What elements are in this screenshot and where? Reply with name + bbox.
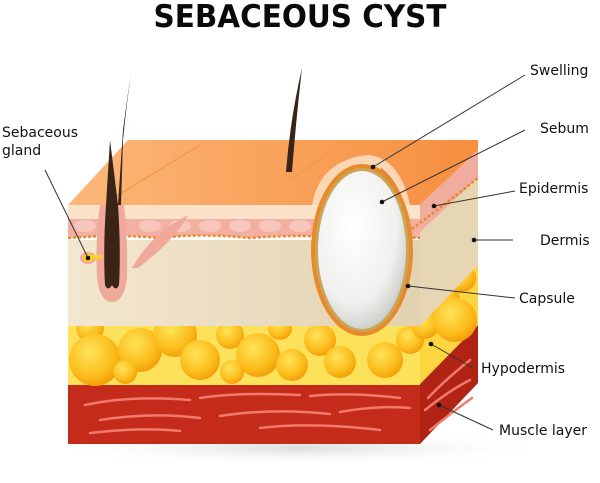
label-hypodermis: Hypodermis bbox=[481, 361, 566, 377]
hair-shaft bbox=[286, 68, 302, 172]
epidermis-side bbox=[420, 150, 478, 232]
diagram-title: SEBACEOUS CYST bbox=[153, 0, 447, 35]
leader-lines bbox=[44, 74, 526, 431]
label-sebum: Sebum bbox=[540, 121, 589, 137]
label-muscle-layer: Muscle layer bbox=[499, 423, 588, 439]
label-sebaceous-gland: Sebaceous gland bbox=[2, 125, 79, 159]
label-swelling: Swelling bbox=[530, 63, 589, 79]
label-dermis: Dermis bbox=[540, 233, 590, 249]
label-capsule: Capsule bbox=[519, 291, 575, 307]
dermis-side bbox=[420, 165, 478, 326]
muscle-layer bbox=[68, 325, 478, 444]
label-epidermis: Epidermis bbox=[519, 181, 589, 197]
cyst-sebum bbox=[318, 171, 406, 329]
skin-surface bbox=[68, 140, 478, 205]
leader-dots bbox=[85, 164, 477, 408]
hair-follicle bbox=[80, 72, 188, 302]
